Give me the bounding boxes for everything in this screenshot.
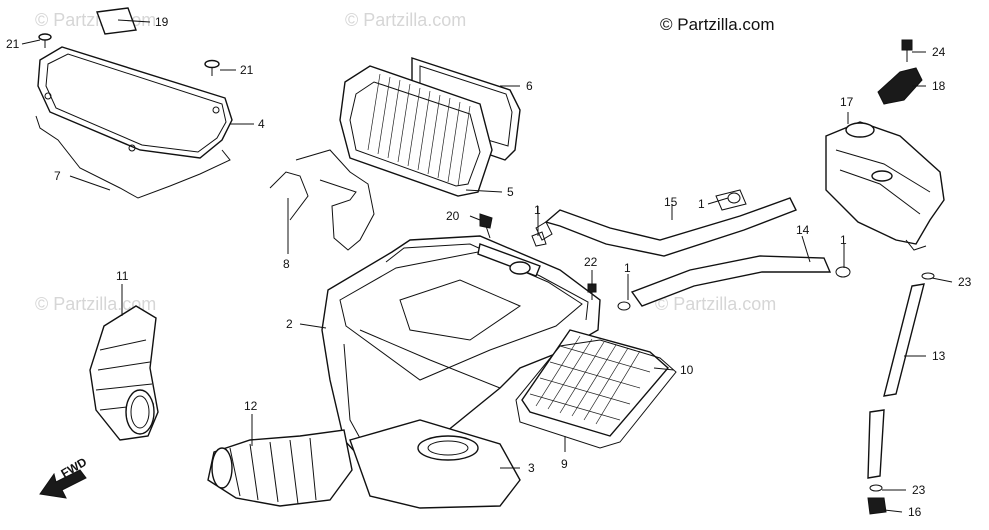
watermark-top-center: © Partzilla.com bbox=[345, 10, 466, 30]
callout-10: 10 bbox=[680, 363, 694, 377]
bolt-part-24 bbox=[901, 39, 913, 62]
callout-16: 16 bbox=[908, 505, 922, 519]
spring-clip-left bbox=[269, 171, 309, 221]
label-sticker-part bbox=[96, 7, 137, 35]
screw-part-21-right bbox=[204, 59, 220, 76]
watermark-mid-left: © Partzilla.com bbox=[35, 294, 156, 314]
air-cleaner-case-part bbox=[321, 235, 601, 471]
callout-12: 12 bbox=[244, 399, 258, 413]
callout-1-d: 1 bbox=[698, 197, 705, 211]
drain-plug-part bbox=[867, 497, 887, 515]
copyright-text: © Partzilla.com bbox=[660, 15, 775, 34]
callout-6: 6 bbox=[526, 79, 533, 93]
breather-hose-15-part bbox=[544, 197, 797, 257]
callout-13: 13 bbox=[932, 349, 946, 363]
callout-14: 14 bbox=[796, 223, 810, 237]
connecting-boot-part bbox=[207, 429, 353, 507]
callout-1-b: 1 bbox=[624, 261, 631, 275]
callout-2: 2 bbox=[286, 317, 293, 331]
callout-4: 4 bbox=[258, 117, 265, 131]
callout-23-lower: 23 bbox=[912, 483, 926, 497]
tank-bracket-part bbox=[877, 67, 923, 105]
callout-20: 20 bbox=[446, 209, 460, 223]
callout-23-upper: 23 bbox=[958, 275, 972, 289]
watermark-mid-right: © Partzilla.com bbox=[655, 294, 776, 314]
callout-21-right: 21 bbox=[240, 63, 254, 77]
hose-clip-part-c bbox=[835, 266, 851, 278]
watermark-top-left: © Partzilla.com bbox=[35, 10, 156, 30]
reservoir-tank-part bbox=[825, 121, 945, 245]
breather-hose-14-part bbox=[630, 255, 832, 307]
callout-5: 5 bbox=[507, 185, 514, 199]
callout-15: 15 bbox=[664, 195, 678, 209]
leader-lines bbox=[21, 19, 953, 513]
filter-pleats bbox=[367, 73, 471, 187]
bolt-part-20 bbox=[479, 213, 493, 239]
callout-8: 8 bbox=[283, 257, 290, 271]
callout-7: 7 bbox=[54, 169, 61, 183]
cover-gasket-part bbox=[35, 115, 231, 199]
callout-9: 9 bbox=[561, 457, 568, 471]
drain-tube-part bbox=[883, 283, 925, 397]
callout-3: 3 bbox=[528, 461, 535, 475]
tube-clip-lower bbox=[869, 484, 883, 492]
hose-clip-part-d bbox=[727, 192, 741, 204]
callout-labels: 19 21 21 4 7 6 5 8 20 1 15 1 14 1 1 22 2… bbox=[6, 15, 972, 519]
callout-17: 17 bbox=[840, 95, 854, 109]
air-box-lower-outlet bbox=[349, 419, 521, 509]
callout-1-a: 1 bbox=[534, 203, 541, 217]
air-cleaner-cover-part bbox=[37, 46, 233, 159]
callout-11: 11 bbox=[116, 269, 129, 283]
hose-clip-part-a bbox=[531, 231, 547, 247]
drain-tube-lower bbox=[867, 409, 885, 479]
hose-clip-part-b bbox=[617, 301, 631, 311]
screw-part-21-left bbox=[38, 33, 52, 48]
spring-clip-part bbox=[295, 149, 375, 251]
forward-direction-indicator: FWD bbox=[39, 455, 89, 499]
screen-frame-part bbox=[515, 339, 677, 449]
callout-1-c: 1 bbox=[840, 233, 847, 247]
callout-22: 22 bbox=[584, 255, 598, 269]
screen-mesh-lines bbox=[529, 335, 651, 425]
tube-clip-upper bbox=[921, 272, 935, 280]
fwd-arrow-icon bbox=[39, 469, 87, 499]
callout-19: 19 bbox=[155, 15, 169, 29]
callout-21-left: 21 bbox=[6, 37, 20, 51]
callout-24: 24 bbox=[932, 45, 946, 59]
screen-mesh-part bbox=[521, 329, 669, 437]
callout-18: 18 bbox=[932, 79, 946, 93]
screw-part-22 bbox=[587, 283, 597, 300]
air-filter-element-part bbox=[339, 65, 493, 197]
